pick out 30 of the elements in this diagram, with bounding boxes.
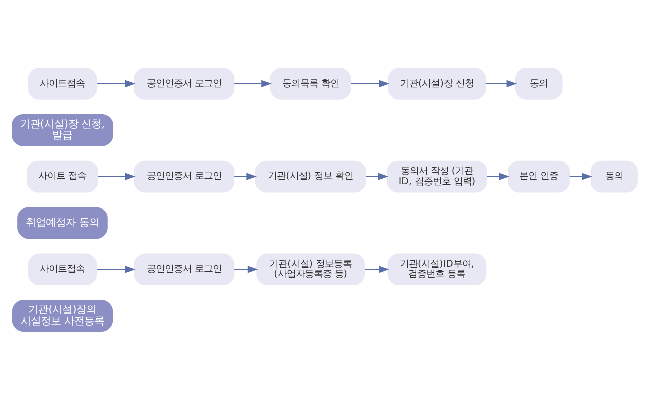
node-box: 기관(시설) 정보 확인 xyxy=(255,160,366,193)
arrow xyxy=(350,80,390,88)
node-box: 기관(시설)장 신청 xyxy=(388,68,486,100)
node-box: 기관(시설)장 신청, 발급 xyxy=(12,114,114,146)
arrow xyxy=(234,173,257,180)
node-box: 공인인증서 로그인 xyxy=(134,160,235,193)
node-box: 본인 인증 xyxy=(508,160,570,193)
arrow xyxy=(485,80,518,88)
arrow xyxy=(234,266,258,274)
node-box: 기관(시설)ID부여, 검증번호 등록 xyxy=(388,254,487,286)
arrow xyxy=(569,173,592,180)
node-box: 동의 xyxy=(590,160,638,193)
node-box: 사이트접속 xyxy=(28,68,98,100)
node-box: 동의 xyxy=(515,68,563,100)
node-box: 사이트 접속 xyxy=(27,160,98,193)
arrow xyxy=(96,80,136,88)
node-box: 공인인증서 로그인 xyxy=(134,68,235,100)
arrow xyxy=(364,266,390,274)
arrow xyxy=(234,80,272,88)
node-box: 동의서 작성 (기관 ID, 검증번호 입력) xyxy=(386,160,488,193)
arrow xyxy=(98,173,136,180)
arrow xyxy=(366,173,389,180)
node-box: 동의목록 확인 xyxy=(270,68,352,100)
node-box: 기관(시설)장의 시설정보 사전등록 xyxy=(12,300,114,332)
node-box: 공인인증서 로그인 xyxy=(134,254,235,286)
arrow xyxy=(96,266,136,274)
node-box: 기관(시설) 정보등록 (사업자등록증 등) xyxy=(256,254,365,286)
node-box: 사이트접속 xyxy=(28,254,98,286)
arrow xyxy=(486,173,510,180)
node-box: 취업예정자 동의 xyxy=(18,207,108,240)
